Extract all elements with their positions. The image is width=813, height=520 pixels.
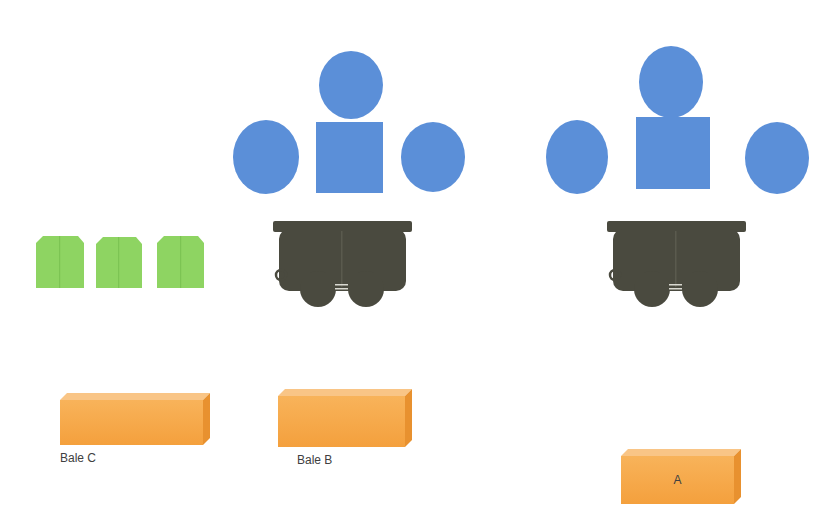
cart: [607, 221, 746, 307]
bale-box: Bale B: [278, 389, 412, 468]
bale-label: Bale C: [60, 451, 96, 466]
green-block: [96, 237, 142, 288]
blue-circle: [546, 120, 608, 194]
blue-circle: [401, 122, 465, 192]
bale-box: Bale C: [60, 393, 210, 466]
bale-label: Bale B: [297, 453, 332, 468]
bale-box: A: [621, 449, 741, 504]
blue-circle: [233, 120, 299, 194]
blue-circle: [319, 51, 383, 119]
blue-square: [316, 122, 383, 193]
blue-circle: [639, 46, 703, 118]
cart: [273, 221, 412, 307]
bale-label: A: [673, 473, 681, 488]
blue-square: [636, 117, 710, 189]
blue-circle: [745, 122, 809, 194]
bale-shape: [60, 393, 210, 445]
green-block: [36, 236, 84, 288]
green-block: [157, 236, 204, 288]
bale-shape: [278, 389, 412, 447]
